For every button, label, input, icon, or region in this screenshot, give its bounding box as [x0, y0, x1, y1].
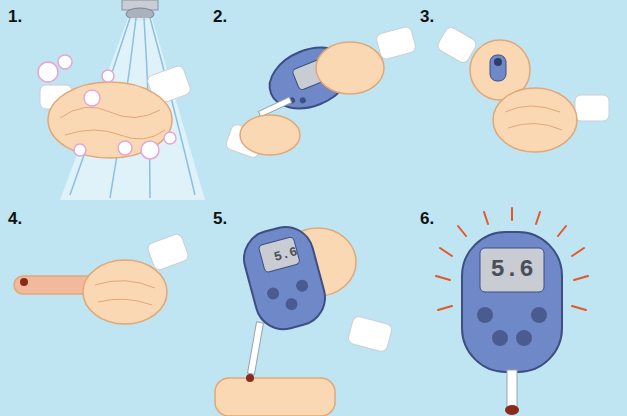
step-number: 6.	[420, 210, 434, 227]
step-number: 3.	[420, 8, 434, 25]
step-number: 2.	[213, 8, 227, 25]
step-number: 4.	[8, 210, 22, 227]
result-meter	[436, 208, 588, 415]
apply-blood	[215, 221, 393, 416]
step-number: 5.	[213, 210, 227, 227]
strip-insertion	[225, 26, 417, 159]
step-number: 1.	[8, 8, 22, 25]
meter-reading: 5.6	[490, 258, 533, 282]
lancing-device	[436, 25, 609, 152]
hand-washing	[38, 0, 205, 200]
finger-with-blood	[14, 233, 190, 324]
